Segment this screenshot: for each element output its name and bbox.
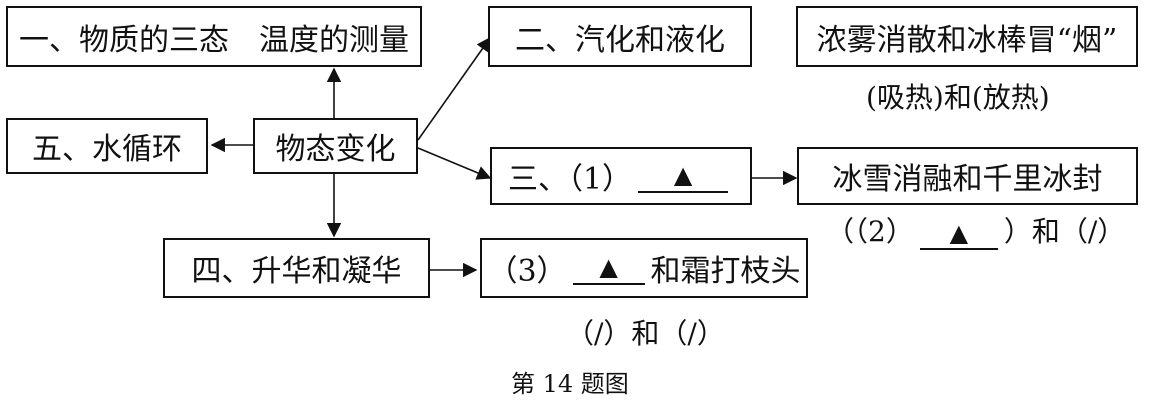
note-fog: (吸热)和(放热) xyxy=(866,81,1050,114)
box-sublimation-deposition: 四、升华和凝华 xyxy=(163,238,430,298)
box-states-temperature-label: 一、物质的三态 温度的测量 xyxy=(19,22,409,58)
box-melting-prefix: 三、（1） xyxy=(507,162,633,197)
note-snow-suffix: ）和（/） xyxy=(1003,215,1126,248)
blank-1-marker: ▲ xyxy=(673,161,693,189)
blank-2-marker: ▲ xyxy=(949,219,969,247)
figure-caption: 第 14 题图 xyxy=(511,370,629,398)
box-snow-ice: 冰雪消融和千里冰封 xyxy=(797,147,1138,205)
box-frost-prefix: （3） xyxy=(487,254,567,289)
box-melting-solidification: 三、（1） ▲ xyxy=(490,147,752,205)
box-states-temperature: 一、物质的三态 温度的测量 xyxy=(6,6,422,67)
box-center-state-change: 物态变化 xyxy=(253,118,418,174)
arrow-to-melting xyxy=(417,147,492,180)
blank-1: ▲ xyxy=(638,159,729,193)
blank-2: ▲ xyxy=(919,218,998,250)
box-center-label: 物态变化 xyxy=(275,132,396,167)
box-sublimation-label: 四、升华和凝华 xyxy=(191,254,402,289)
blank-3: ▲ xyxy=(572,251,645,285)
note-frost: （/）和（/） xyxy=(566,317,725,350)
box-water-cycle-label: 五、水循环 xyxy=(32,132,182,167)
box-water-cycle: 五、水循环 xyxy=(6,118,208,174)
box-snow-label: 冰雪消融和千里冰封 xyxy=(832,162,1103,197)
box-frost-suffix: 和霜打枝头 xyxy=(650,254,801,289)
arrow-to-vaporization xyxy=(417,36,491,141)
box-fog-label: 浓雾消散和冰棒冒“烟” xyxy=(816,22,1118,58)
note-snow-prefix: （（2） xyxy=(826,215,914,248)
box-vaporization-liquefaction: 二、汽化和液化 xyxy=(488,6,752,67)
note-snow: （（2） ▲ ）和（/） xyxy=(826,210,1125,250)
box-vaporization-label: 二、汽化和液化 xyxy=(515,22,725,58)
box-frost: （3） ▲ 和霜打枝头 xyxy=(480,238,808,298)
box-fog-popsicle: 浓雾消散和冰棒冒“烟” xyxy=(796,6,1138,67)
blank-3-marker: ▲ xyxy=(599,253,618,281)
